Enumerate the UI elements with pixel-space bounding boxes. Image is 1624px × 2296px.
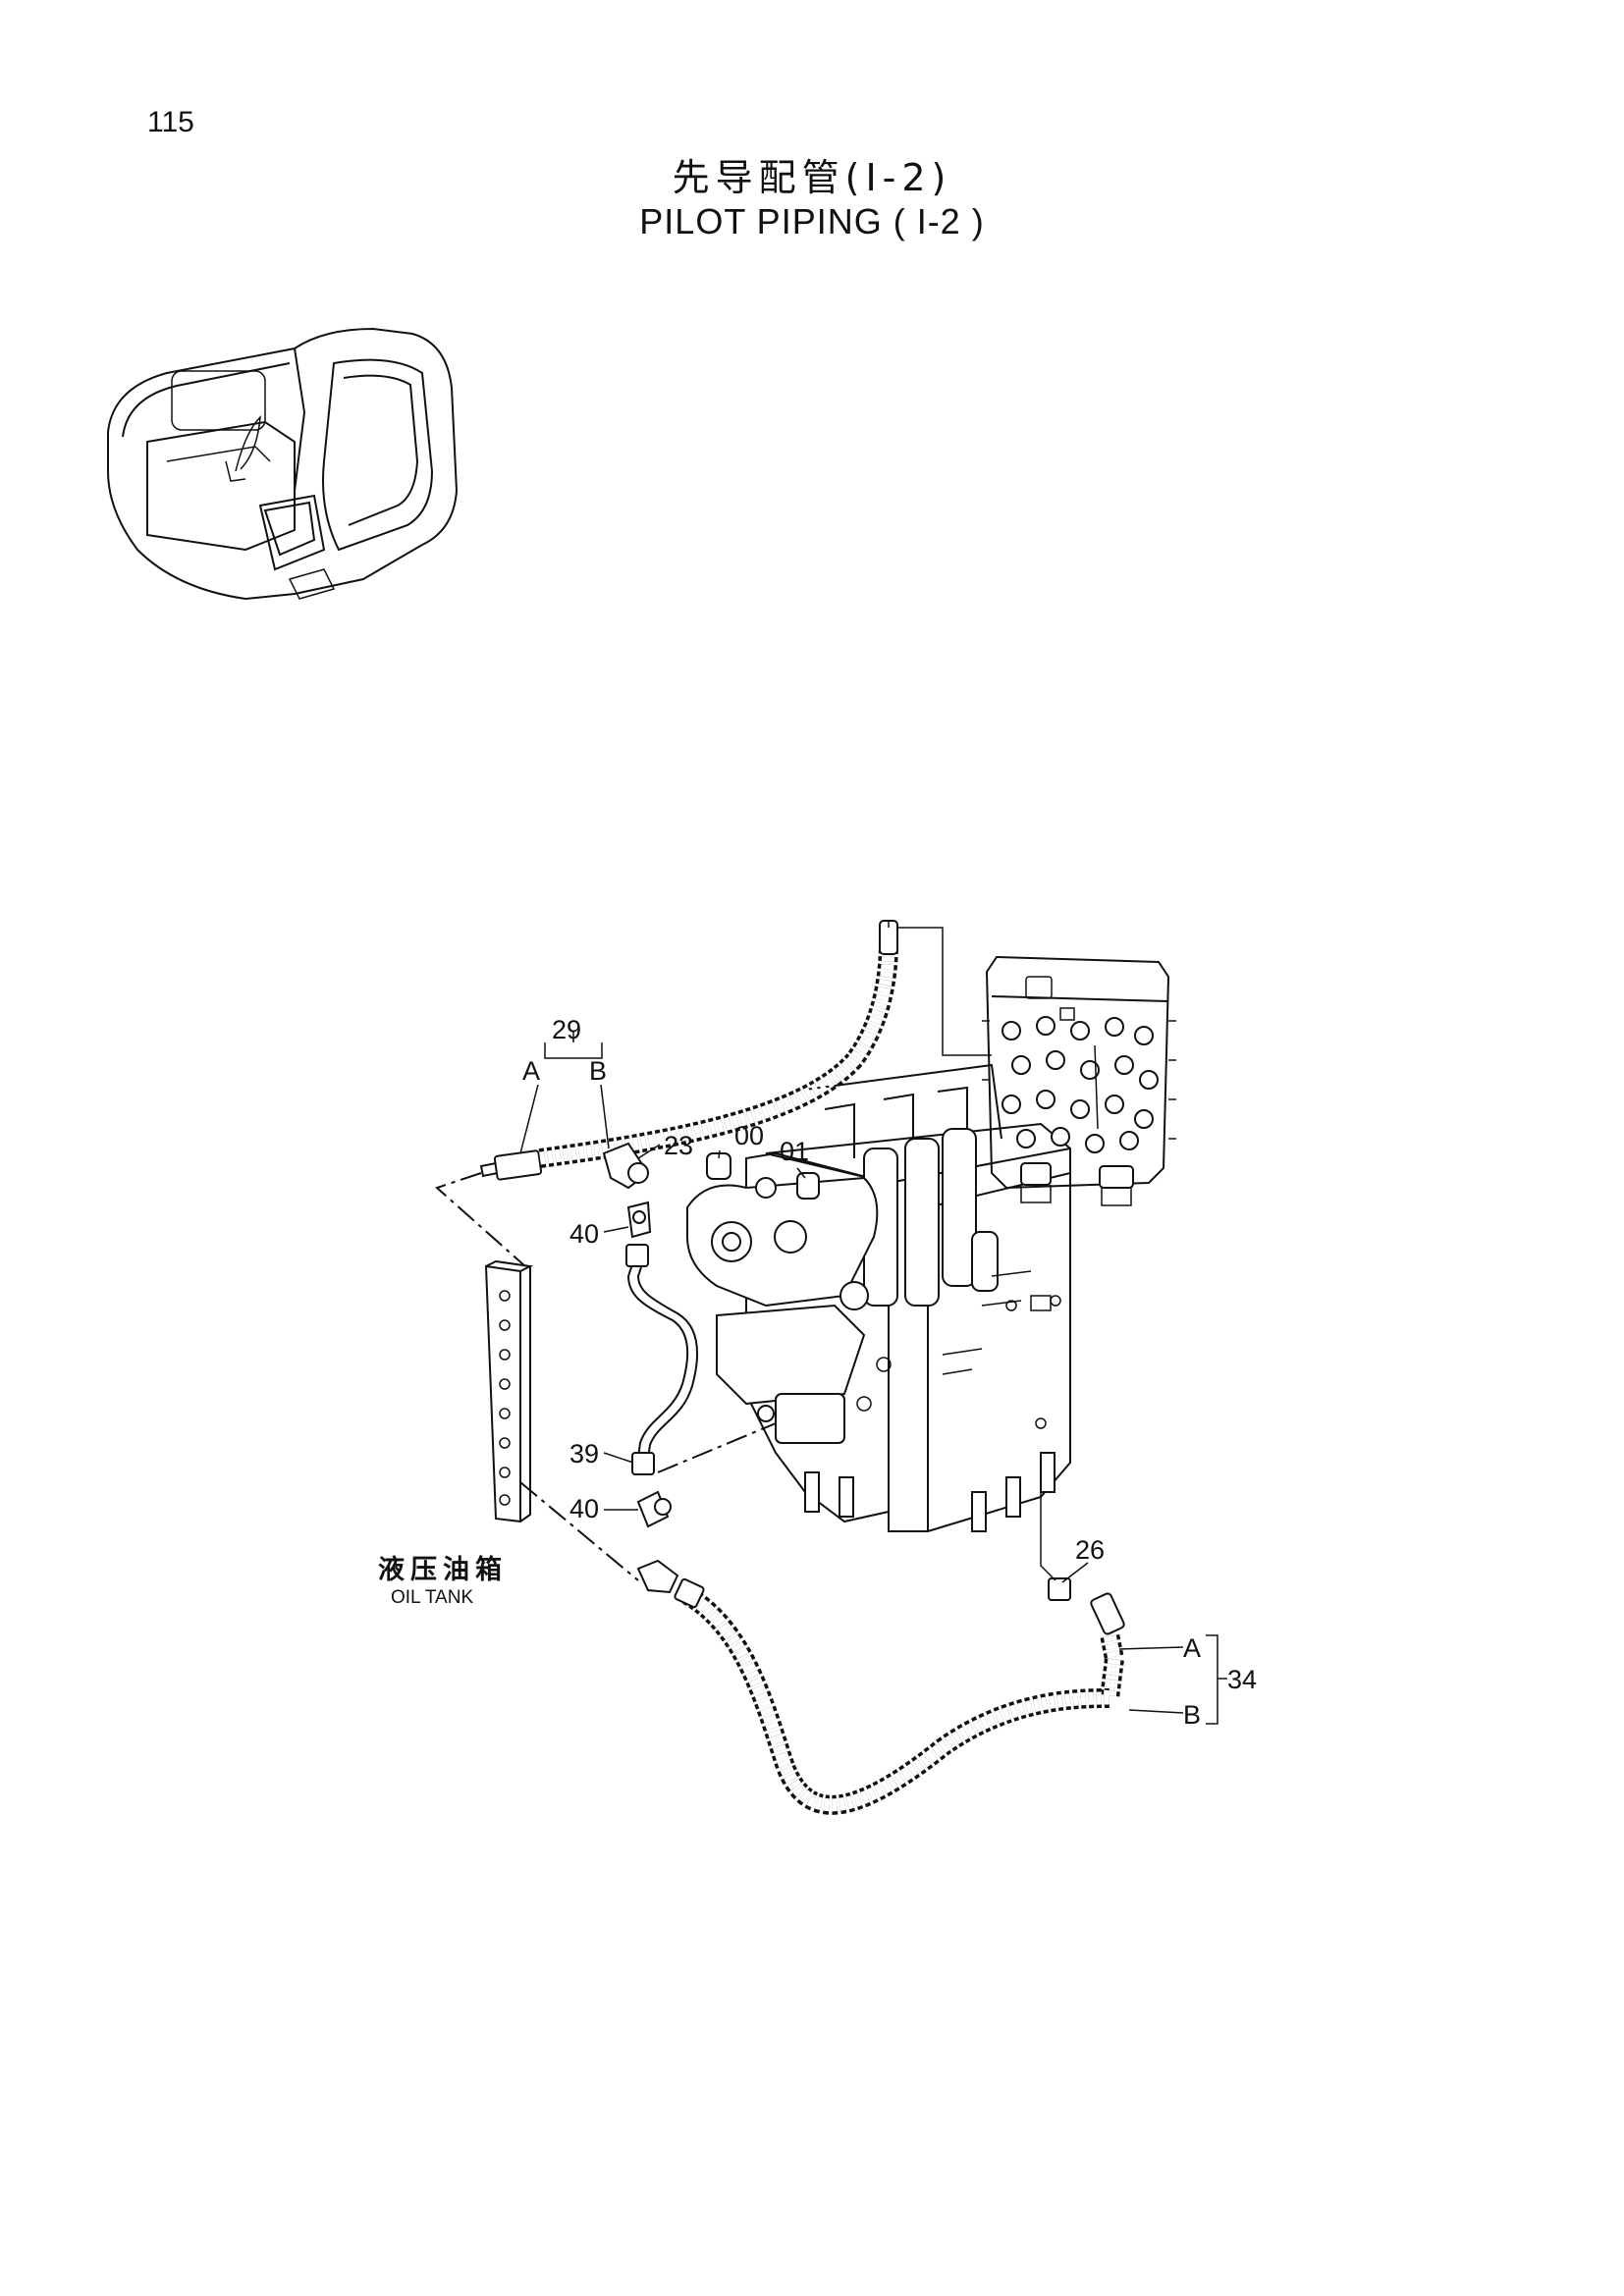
callout-01: 01: [780, 1137, 809, 1166]
callout-29-a: A: [522, 1056, 540, 1086]
pipe-39: [625, 1244, 698, 1528]
callout-34-a: A: [1183, 1633, 1201, 1663]
hose-34: [636, 1492, 1125, 1815]
leader-lines: [435, 1031, 1227, 1725]
control-valve-assembly: [686, 1063, 1071, 1532]
page-title-chinese: 先导配管(I-2): [672, 156, 952, 199]
oil-tank-bracket: [484, 1259, 534, 1523]
callout-34: 34: [1227, 1665, 1257, 1694]
callout-40-top: 40: [569, 1219, 599, 1249]
page-number: 115: [147, 106, 194, 138]
callout-34-b: B: [1183, 1700, 1201, 1730]
callout-00: 00: [734, 1121, 764, 1150]
hose-29: [479, 920, 992, 1181]
callout-40-bottom: 40: [569, 1494, 599, 1523]
oil-tank-label-chinese: 液压油箱: [378, 1554, 508, 1585]
callout-29: 29: [552, 1015, 581, 1044]
excavator-overview-illustration: [107, 327, 459, 601]
oil-tank-label-english: OIL TANK: [391, 1587, 473, 1608]
fittings-upper: [602, 1142, 820, 1239]
pilot-valve-block: [982, 955, 1176, 1206]
page-title-english: PILOT PIPING ( I-2 ): [639, 201, 985, 241]
callout-29-b: B: [589, 1056, 607, 1086]
callout-23: 23: [664, 1131, 693, 1160]
callout-26: 26: [1075, 1535, 1105, 1565]
callout-39: 39: [569, 1439, 599, 1468]
